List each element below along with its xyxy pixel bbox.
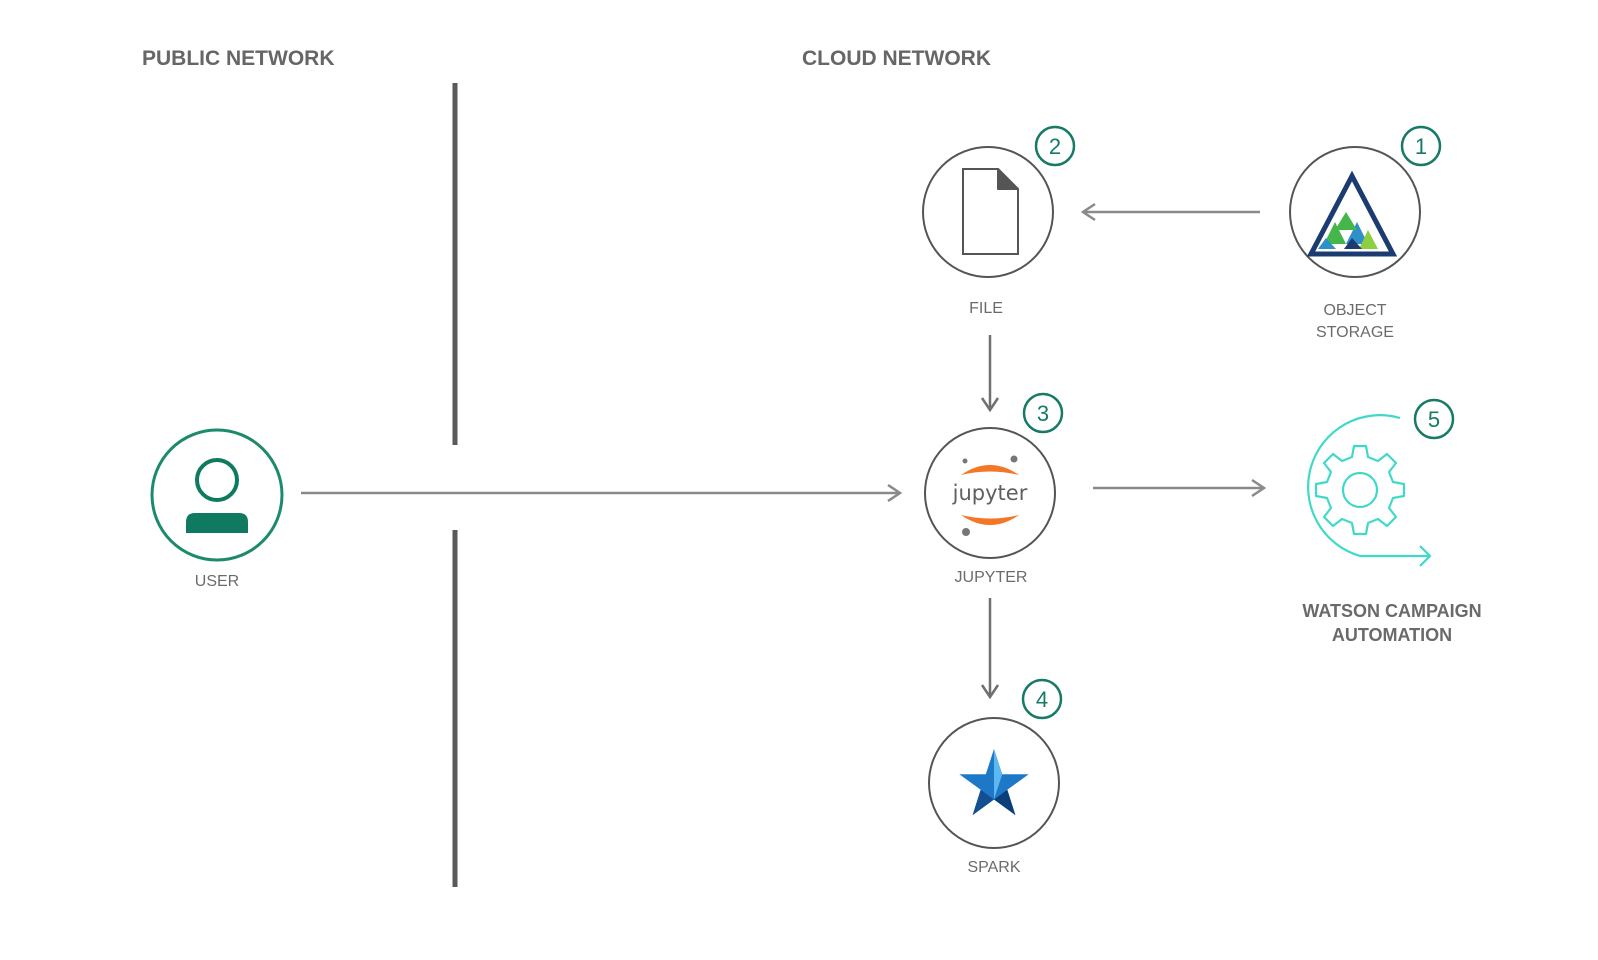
arrow-jupyter-to-spark	[980, 598, 1000, 700]
spark-star-icon	[959, 749, 1029, 816]
svg-text:4: 4	[1036, 687, 1048, 712]
jupyter-logo-icon: jupyter	[952, 455, 1028, 536]
jupyter-node: jupyter JUPYTER 3	[924, 392, 1064, 586]
wca-label-line1: WATSON CAMPAIGN	[1302, 601, 1481, 621]
public-network-title: PUBLIC NETWORK	[142, 47, 335, 70]
object-storage-label-line1: OBJECT	[1323, 302, 1386, 319]
object-storage-icon	[1306, 170, 1398, 257]
user-label: USER	[195, 573, 239, 590]
arrow-file-to-jupyter	[980, 335, 1000, 413]
svg-text:3: 3	[1037, 401, 1049, 426]
svg-text:2: 2	[1049, 134, 1061, 159]
file-icon	[962, 168, 1019, 255]
cloud-network-title: CLOUD NETWORK	[802, 47, 991, 70]
step-badge-5: 5	[1413, 398, 1455, 440]
object-storage-label-line2: STORAGE	[1316, 324, 1394, 341]
step-badge-2: 2	[1034, 125, 1076, 167]
jupyter-label: JUPYTER	[955, 569, 1028, 586]
watson-campaign-automation-node: WATSON CAMPAIGN AUTOMATION 5	[1302, 398, 1482, 645]
svg-text:5: 5	[1428, 407, 1440, 432]
arrow-user-to-jupyter	[301, 483, 903, 503]
file-node: FILE 2	[922, 125, 1076, 317]
step-badge-1: 1	[1400, 125, 1442, 167]
file-label: FILE	[969, 300, 1003, 317]
user-icon	[186, 458, 248, 533]
spark-node: SPARK 4	[928, 678, 1063, 876]
user-node: USER	[150, 428, 284, 590]
object-storage-node: OBJECT STORAGE 1	[1289, 125, 1442, 341]
spark-label: SPARK	[967, 859, 1020, 876]
gear-cycle-icon	[1307, 414, 1432, 567]
jupyter-wordmark: jupyter	[952, 481, 1028, 505]
svg-text:1: 1	[1415, 134, 1427, 159]
step-badge-4: 4	[1021, 678, 1063, 720]
step-badge-3: 3	[1022, 392, 1064, 434]
arrow-jupyter-to-wca	[1093, 478, 1267, 498]
wca-label-line2: AUTOMATION	[1332, 625, 1452, 645]
arrow-storage-to-file	[1080, 202, 1260, 222]
